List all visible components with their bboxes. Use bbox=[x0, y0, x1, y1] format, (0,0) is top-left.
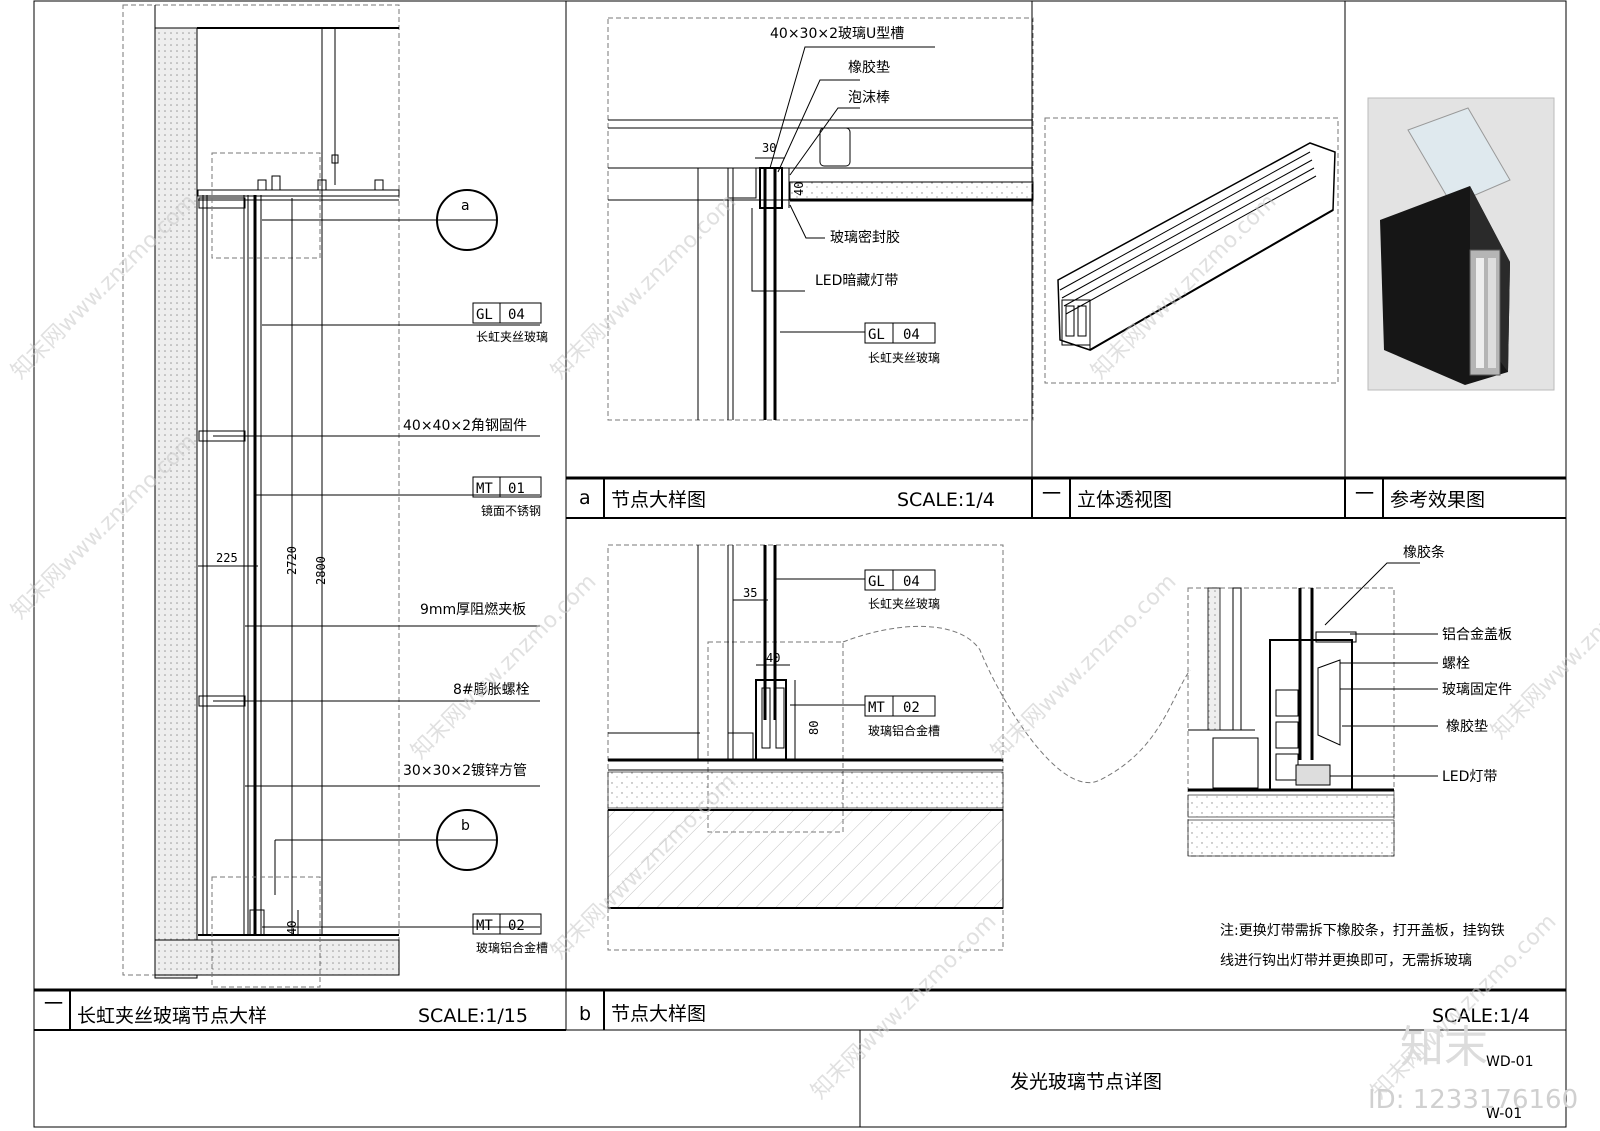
a-dim-30: 30 bbox=[762, 141, 776, 155]
label-angle-steel: 40×40×2角钢固件 bbox=[403, 418, 527, 434]
dim-2800: 2800 bbox=[314, 556, 328, 585]
svg-text:知末网www.znzmo.com: 知末网www.znzmo.com bbox=[547, 189, 742, 384]
b-gl-tag-a: GL bbox=[868, 574, 885, 590]
main-leaders bbox=[213, 302, 542, 935]
label-cover-plate: 铝合金盖板 bbox=[1442, 627, 1512, 643]
label-rubber-strip: 橡胶条 bbox=[1403, 544, 1445, 561]
perspective-drawing bbox=[1044, 117, 1339, 384]
logo-watermark: 知末 bbox=[1400, 1022, 1488, 1073]
dim-225: 225 bbox=[216, 551, 238, 565]
a-gl-desc: 长虹夹丝玻璃 bbox=[868, 351, 940, 365]
a-label-rubber: 橡胶垫 bbox=[848, 59, 890, 76]
b-mt-tag-b: 02 bbox=[903, 700, 920, 716]
b-dim-35: 35 bbox=[743, 586, 757, 600]
b-mt-desc: 玻璃铝合金槽 bbox=[868, 723, 940, 738]
sheet-title: 发光玻璃节点详图 bbox=[1010, 1071, 1162, 1093]
gl04-tag-b: 04 bbox=[508, 307, 525, 323]
gl04-desc: 长虹夹丝玻璃 bbox=[476, 330, 548, 344]
callout-a[interactable] bbox=[262, 189, 498, 251]
a-title: 节点大样图 bbox=[611, 489, 706, 511]
enlarged-section-drawing bbox=[1187, 587, 1395, 857]
a-label-ugroove: 40×30×2玻璃U型槽 bbox=[770, 25, 904, 42]
reference-photo bbox=[1367, 97, 1555, 391]
perspective-marker: 一 bbox=[1042, 483, 1061, 505]
mt02-tag-a: MT bbox=[476, 918, 493, 934]
main-marker: 一 bbox=[44, 993, 63, 1015]
svg-text:知末网www.znzmo.com: 知末网www.znzmo.com bbox=[807, 909, 1002, 1104]
b-marker: b bbox=[579, 1003, 591, 1025]
svg-text:知末网www.znzmo.com: 知末网www.znzmo.com bbox=[987, 569, 1182, 764]
a-label-led: LED暗藏灯带 bbox=[815, 273, 898, 289]
top-title-bar bbox=[566, 476, 1566, 519]
sheet-code-top: WD-01 bbox=[1486, 1054, 1534, 1070]
detail-a-drawing bbox=[607, 17, 1034, 421]
b-dim-80: 80 bbox=[807, 721, 821, 735]
b-title-bar bbox=[566, 988, 1566, 1030]
callout-a-label: a bbox=[461, 198, 470, 214]
callout-b-label: b bbox=[461, 818, 470, 834]
label-rubber-pad: 橡胶垫 bbox=[1446, 718, 1488, 735]
b-title: 节点大样图 bbox=[611, 1003, 706, 1025]
reference-title: 参考效果图 bbox=[1390, 489, 1485, 511]
sheet-code-bottom: W-01 bbox=[1486, 1106, 1522, 1122]
svg-text:知末网www.znzmo.com: 知末网www.znzmo.com bbox=[407, 569, 602, 764]
label-led-strip: LED灯带 bbox=[1442, 769, 1497, 785]
main-title: 长虹夹丝玻璃节点大样 bbox=[77, 1005, 267, 1027]
callout-b[interactable] bbox=[274, 809, 498, 895]
note-line-1: 注:更换灯带需拆下橡胶条，打开盖板，挂钩铁 bbox=[1220, 922, 1505, 939]
a-gl-tag-b: 04 bbox=[903, 327, 920, 343]
main-title-bar bbox=[34, 988, 566, 1031]
detail-b-drawing bbox=[607, 544, 1004, 951]
a-marker: a bbox=[579, 487, 591, 509]
dim-2720: 2720 bbox=[285, 546, 299, 575]
b-gl-tag-b: 04 bbox=[903, 574, 920, 590]
a-gl-tag-a: GL bbox=[868, 327, 885, 343]
id-watermark: ID: 1233176160 bbox=[1368, 1085, 1578, 1115]
label-glass-fixer: 玻璃固定件 bbox=[1442, 681, 1512, 698]
detail-b-leaders bbox=[775, 569, 1191, 783]
note-line-2: 线进行钩出灯带并更换即可，无需拆玻璃 bbox=[1220, 952, 1472, 969]
mt01-tag-a: MT bbox=[476, 481, 493, 497]
a-label-foam: 泡沫棒 bbox=[848, 90, 890, 106]
label-screw: 螺栓 bbox=[1442, 656, 1470, 672]
enlarged-leaders bbox=[1324, 562, 1438, 777]
label-board: 9mm厚阻燃夹板 bbox=[420, 601, 526, 618]
main-section-drawing bbox=[122, 4, 400, 988]
mt02-tag-b: 02 bbox=[508, 918, 525, 934]
mt01-tag-b: 01 bbox=[508, 481, 525, 497]
sheet-border bbox=[33, 0, 1567, 1128]
perspective-title: 立体透视图 bbox=[1077, 489, 1172, 511]
mt01-desc: 镜面不锈钢 bbox=[481, 503, 541, 518]
a-label-sealant: 玻璃密封胶 bbox=[830, 229, 900, 246]
main-scale: SCALE:1/15 bbox=[418, 1005, 528, 1027]
b-gl-desc: 长虹夹丝玻璃 bbox=[868, 597, 940, 611]
mt02-desc: 玻璃铝合金槽 bbox=[476, 940, 548, 955]
gl04-tag-a: GL bbox=[476, 307, 493, 323]
a-scale: SCALE:1/4 bbox=[897, 489, 995, 511]
a-dim-40: 40 bbox=[792, 182, 806, 196]
b-mt-tag-a: MT bbox=[868, 700, 885, 716]
b-scale: SCALE:1/4 bbox=[1432, 1005, 1530, 1027]
detail-a-leaders bbox=[751, 46, 936, 344]
reference-marker: 一 bbox=[1355, 483, 1374, 505]
label-bolt: 8#膨胀螺栓 bbox=[453, 681, 530, 698]
svg-text:知末网www.znzmo.com: 知末网www.znzmo.com bbox=[1487, 549, 1600, 744]
b-dim-40: 40 bbox=[766, 651, 780, 665]
dim-40: 40 bbox=[285, 921, 299, 935]
label-tube: 30×30×2镀锌方管 bbox=[403, 762, 527, 779]
